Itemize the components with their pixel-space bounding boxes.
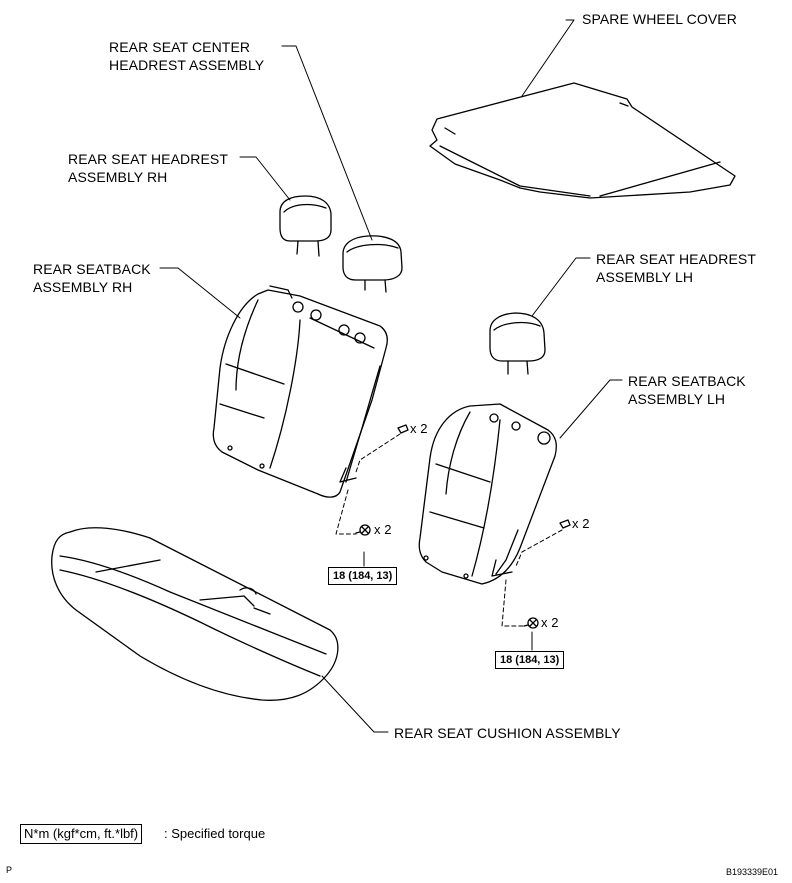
label-spare-wheel-cover: SPARE WHEEL COVER	[582, 11, 737, 27]
headrest-rh-drawing	[279, 195, 332, 257]
label-center-headrest-line1: REAR SEAT CENTER	[109, 39, 251, 55]
headrest-lh-drawing	[489, 312, 546, 375]
qty-clip-rh: x 2	[410, 421, 428, 436]
label-headrest-rh-line2: ASSEMBLY RH	[68, 169, 168, 185]
label-seatback-rh-line2: ASSEMBLY RH	[33, 279, 133, 295]
label-seatback-lh-line1: REAR SEATBACK	[628, 373, 746, 389]
label-center-headrest-line2: HEADREST ASSEMBLY	[109, 57, 265, 73]
spare-wheel-cover-drawing	[429, 82, 736, 199]
seat-cushion-drawing	[51, 527, 339, 701]
legend-torque-units: N*m (kgf*cm, ft.*lbf)	[20, 824, 143, 844]
torque-spec-rh: 18 (184, 13)	[328, 567, 398, 585]
footer-left-mark: P	[6, 865, 13, 875]
figure-id: B193339E01	[726, 867, 779, 877]
fastener-icons	[355, 424, 571, 629]
label-seat-cushion: REAR SEAT CUSHION ASSEMBLY	[394, 725, 621, 741]
label-headrest-lh-line1: REAR SEAT HEADREST	[596, 251, 756, 267]
qty-clip-lh: x 2	[572, 516, 590, 531]
seatback-rh-drawing	[212, 285, 388, 498]
torque-spec-lh: 18 (184, 13)	[495, 651, 565, 669]
legend-description: : Specified torque	[164, 826, 266, 841]
leader-lines	[159, 19, 623, 733]
label-headrest-lh-line2: ASSEMBLY LH	[596, 269, 694, 285]
qty-bolt-rh: x 2	[374, 522, 392, 537]
qty-bolt-lh: x 2	[541, 615, 559, 630]
seatback-lh-drawing	[418, 403, 557, 585]
label-seatback-rh-line1: REAR SEATBACK	[33, 261, 151, 277]
center-headrest-drawing	[342, 235, 403, 293]
label-seatback-lh-line2: ASSEMBLY LH	[628, 391, 726, 407]
label-headrest-rh-line1: REAR SEAT HEADREST	[68, 151, 228, 167]
assembly-guide-lines	[335, 433, 563, 627]
